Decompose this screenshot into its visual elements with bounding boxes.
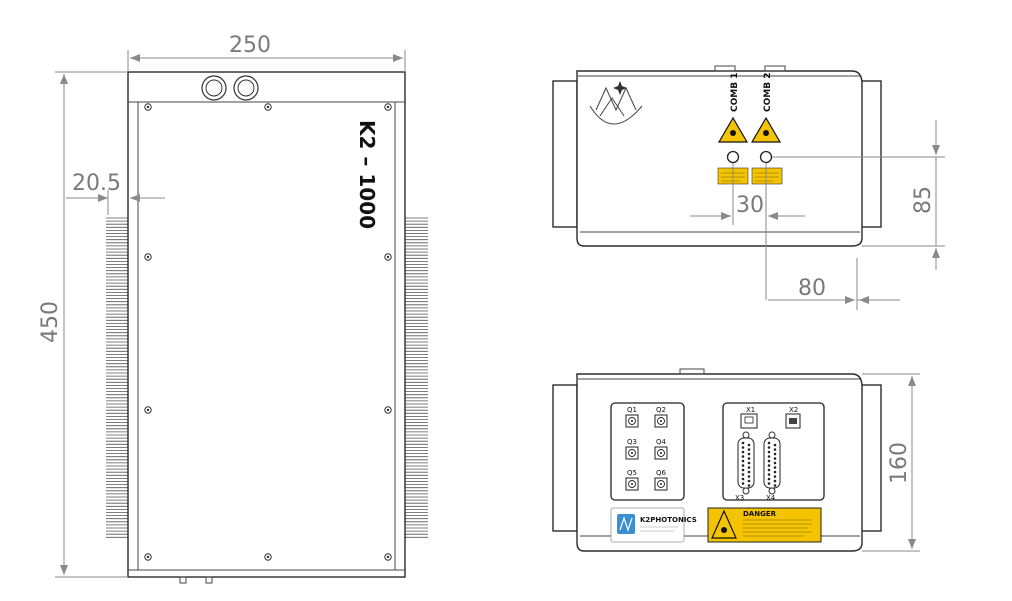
bottom-fittings bbox=[179, 576, 213, 584]
coax-connector-panel bbox=[610, 402, 685, 501]
laser-warning-icon-2 bbox=[750, 116, 782, 143]
x3-subd-connector bbox=[737, 431, 755, 495]
dim-width: 250 bbox=[127, 33, 406, 72]
coax-label: Q1 bbox=[627, 406, 637, 414]
dim-port-height: 85 bbox=[772, 120, 945, 270]
dim-port-side-offset-value: 80 bbox=[798, 276, 826, 301]
brand-name: K2PHOTONICS bbox=[640, 516, 697, 524]
fitting-right bbox=[233, 75, 259, 101]
dim-port-spacing-value: 30 bbox=[736, 193, 764, 218]
k2-logo-icon bbox=[589, 81, 643, 125]
x3-label: X3 bbox=[735, 494, 744, 502]
fitting-left bbox=[201, 75, 227, 101]
coax-label: Q3 bbox=[627, 438, 637, 446]
laser-hazard-icon bbox=[711, 509, 737, 539]
dim-port-height-value: 85 bbox=[911, 186, 936, 214]
dim-back-height: 160 bbox=[862, 373, 920, 552]
optical-port-2 bbox=[759, 150, 773, 164]
dim-height: 450 bbox=[38, 71, 128, 578]
back-side-left bbox=[552, 384, 578, 532]
warning-sticker-2 bbox=[751, 167, 783, 185]
top-view-body bbox=[127, 71, 406, 578]
x1-label: X1 bbox=[746, 406, 755, 414]
front-view: COMB 1 COMB 2 30 85 bbox=[552, 65, 945, 310]
dim-port-side-offset: 80 bbox=[768, 258, 900, 310]
warning-title: DANGER bbox=[743, 510, 777, 518]
laser-warning-icon-1 bbox=[717, 116, 749, 143]
dim-port-spacing: 30 bbox=[690, 163, 805, 300]
top-view-screws bbox=[144, 103, 392, 561]
x1-ethernet-port bbox=[740, 413, 758, 429]
coax-label: Q6 bbox=[656, 469, 667, 477]
coax-label: Q5 bbox=[627, 469, 637, 477]
dim-fin-offset: 20.5 bbox=[66, 171, 165, 215]
front-body bbox=[576, 70, 863, 247]
heatsink-fins-right bbox=[405, 217, 428, 538]
heatsink-fins-left bbox=[106, 217, 128, 538]
port2-label: COMB 2 bbox=[763, 73, 773, 112]
dim-back-height-value: 160 bbox=[887, 442, 912, 484]
x4-label: X4 bbox=[766, 494, 776, 502]
port1-label: COMB 1 bbox=[730, 73, 740, 112]
top-view: K2 – 1000 250 450 20.5 bbox=[38, 33, 428, 584]
coax-label: Q2 bbox=[656, 406, 666, 414]
model-label: K2 – 1000 bbox=[355, 120, 379, 229]
x4-subd-connector bbox=[763, 431, 781, 495]
brand-logo-icon bbox=[617, 514, 635, 534]
dim-height-value: 450 bbox=[38, 301, 63, 343]
dim-fin-offset-value: 20.5 bbox=[72, 171, 121, 196]
x2-label: X2 bbox=[789, 406, 798, 414]
front-side-left bbox=[552, 80, 578, 228]
optical-port-1 bbox=[726, 150, 740, 164]
dim-width-value: 250 bbox=[229, 33, 271, 58]
coax-label: Q4 bbox=[656, 438, 667, 446]
